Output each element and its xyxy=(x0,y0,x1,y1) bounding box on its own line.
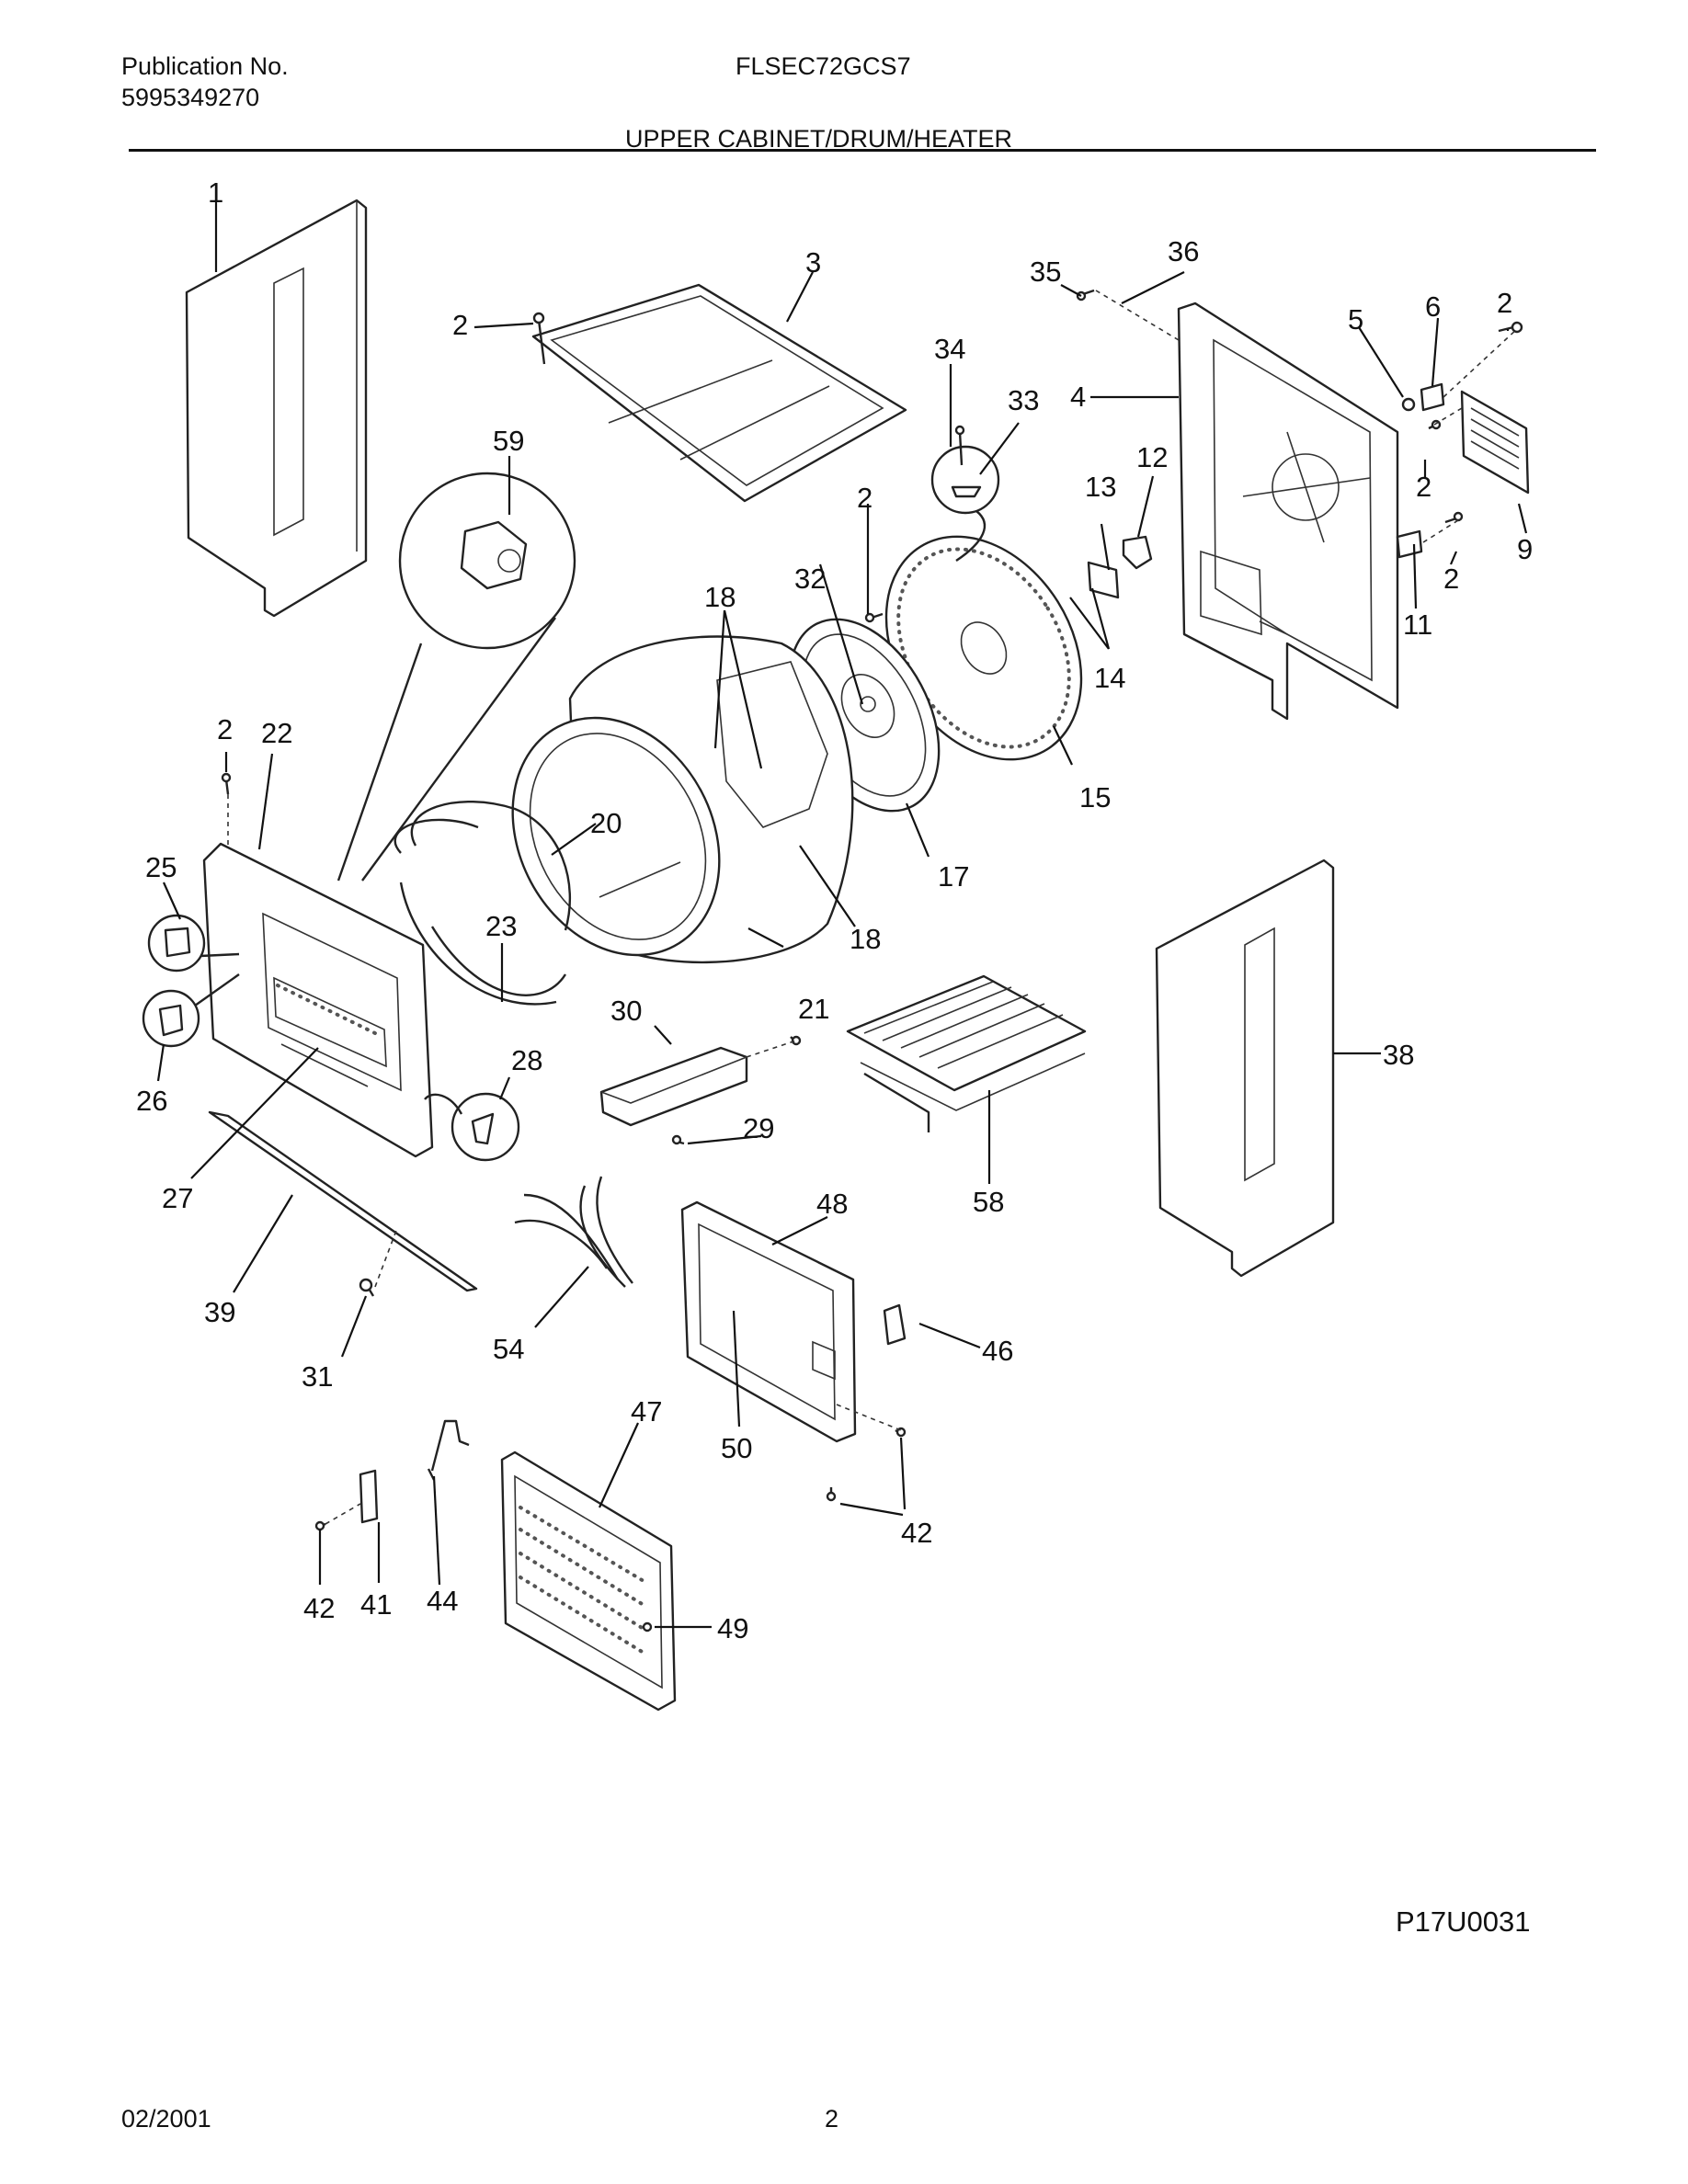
vent-grille xyxy=(1460,390,1530,495)
callout-29: 29 xyxy=(743,1112,774,1144)
wire-harness xyxy=(514,1176,633,1288)
callout-2-bulkhead: 2 xyxy=(857,482,873,514)
callout-18-lower: 18 xyxy=(850,923,881,955)
callout-25: 25 xyxy=(145,851,177,883)
toe-panel xyxy=(208,1110,478,1292)
callout-33: 33 xyxy=(1008,384,1039,416)
drawing-reference-code: P17U0031 xyxy=(1396,1905,1531,1938)
detail-circles xyxy=(142,445,1000,1162)
callout-31: 31 xyxy=(302,1360,333,1393)
drying-rack xyxy=(846,974,1087,1132)
side-panel-left xyxy=(185,199,368,618)
callout-41: 41 xyxy=(360,1588,392,1621)
callout-12: 12 xyxy=(1136,441,1168,473)
header-rule xyxy=(129,149,1596,152)
callout-32: 32 xyxy=(794,563,826,595)
model-number: FLSEC72GCS7 xyxy=(736,52,911,80)
callout-17: 17 xyxy=(938,860,969,893)
screws xyxy=(221,289,1523,1632)
side-panel-right xyxy=(1155,859,1335,1278)
callout-21: 21 xyxy=(798,993,829,1025)
callout-20: 20 xyxy=(590,807,622,839)
callout-2-front-panel: 2 xyxy=(217,713,233,745)
callout-26: 26 xyxy=(136,1085,167,1117)
callout-36: 36 xyxy=(1168,235,1199,267)
duct-bracket xyxy=(599,1046,748,1127)
callout-27: 27 xyxy=(162,1182,193,1214)
callout-47: 47 xyxy=(631,1395,662,1428)
alignment-lines xyxy=(227,290,1518,1525)
callout-2-top-panel: 2 xyxy=(452,309,468,341)
callout-38: 38 xyxy=(1383,1039,1414,1071)
callout-35: 35 xyxy=(1030,256,1061,288)
callout-59: 59 xyxy=(493,425,524,457)
callout-14: 14 xyxy=(1094,662,1125,694)
leader-lines xyxy=(156,200,1528,1629)
callout-6: 6 xyxy=(1425,290,1441,323)
drum-seal-and-belt xyxy=(393,800,572,1006)
callout-44: 44 xyxy=(427,1585,458,1617)
footer-date: 02/2001 xyxy=(121,2105,211,2133)
section-title: UPPER CABINET/DRUM/HEATER xyxy=(625,125,1013,153)
access-door xyxy=(680,1200,857,1443)
callout-23: 23 xyxy=(485,910,517,942)
callout-30: 30 xyxy=(610,995,642,1027)
callout-42-door: 42 xyxy=(901,1517,932,1549)
rear-bulkhead xyxy=(884,535,1083,761)
footer-page-number: 2 xyxy=(825,2105,839,2133)
callout-13: 13 xyxy=(1085,471,1116,503)
top-panel xyxy=(531,283,907,503)
rear-panel xyxy=(1177,301,1399,721)
publication-number: 5995349270 xyxy=(121,84,260,111)
callout-3: 3 xyxy=(805,246,821,279)
callout-46: 46 xyxy=(982,1335,1013,1367)
publication-label: Publication No. xyxy=(121,52,289,80)
drum xyxy=(511,635,854,964)
callout-50: 50 xyxy=(721,1432,752,1464)
callout-4: 4 xyxy=(1070,381,1086,413)
callout-11: 11 xyxy=(1403,609,1432,641)
callout-48: 48 xyxy=(816,1188,848,1220)
callout-58: 58 xyxy=(973,1186,1004,1218)
lower-access-panel xyxy=(500,1450,677,1712)
callout-42-hinge: 42 xyxy=(303,1592,335,1624)
callout-22: 22 xyxy=(261,717,292,749)
callout-2-grille: 2 xyxy=(1497,287,1512,319)
front-panel xyxy=(202,842,434,1158)
callout-2-bracket: 2 xyxy=(1443,563,1459,595)
callout-54: 54 xyxy=(493,1333,524,1365)
callout-1: 1 xyxy=(208,176,223,209)
callout-49: 49 xyxy=(717,1612,748,1644)
callout-numbers: 1 2 3 35 36 5 6 2 4 34 33 59 12 13 2 9 2… xyxy=(136,176,1533,1644)
callout-15: 15 xyxy=(1079,781,1111,813)
latch-button xyxy=(883,1303,907,1346)
small-bracket-parts xyxy=(1087,382,1445,599)
callout-39: 39 xyxy=(204,1296,235,1328)
callout-5: 5 xyxy=(1348,303,1363,336)
callout-2-rear-mid: 2 xyxy=(1416,471,1431,503)
hinge-and-switch xyxy=(359,1419,470,1524)
callout-28: 28 xyxy=(511,1044,542,1076)
callout-9: 9 xyxy=(1517,533,1533,565)
callout-34: 34 xyxy=(934,333,965,365)
callout-18-upper: 18 xyxy=(704,581,736,613)
